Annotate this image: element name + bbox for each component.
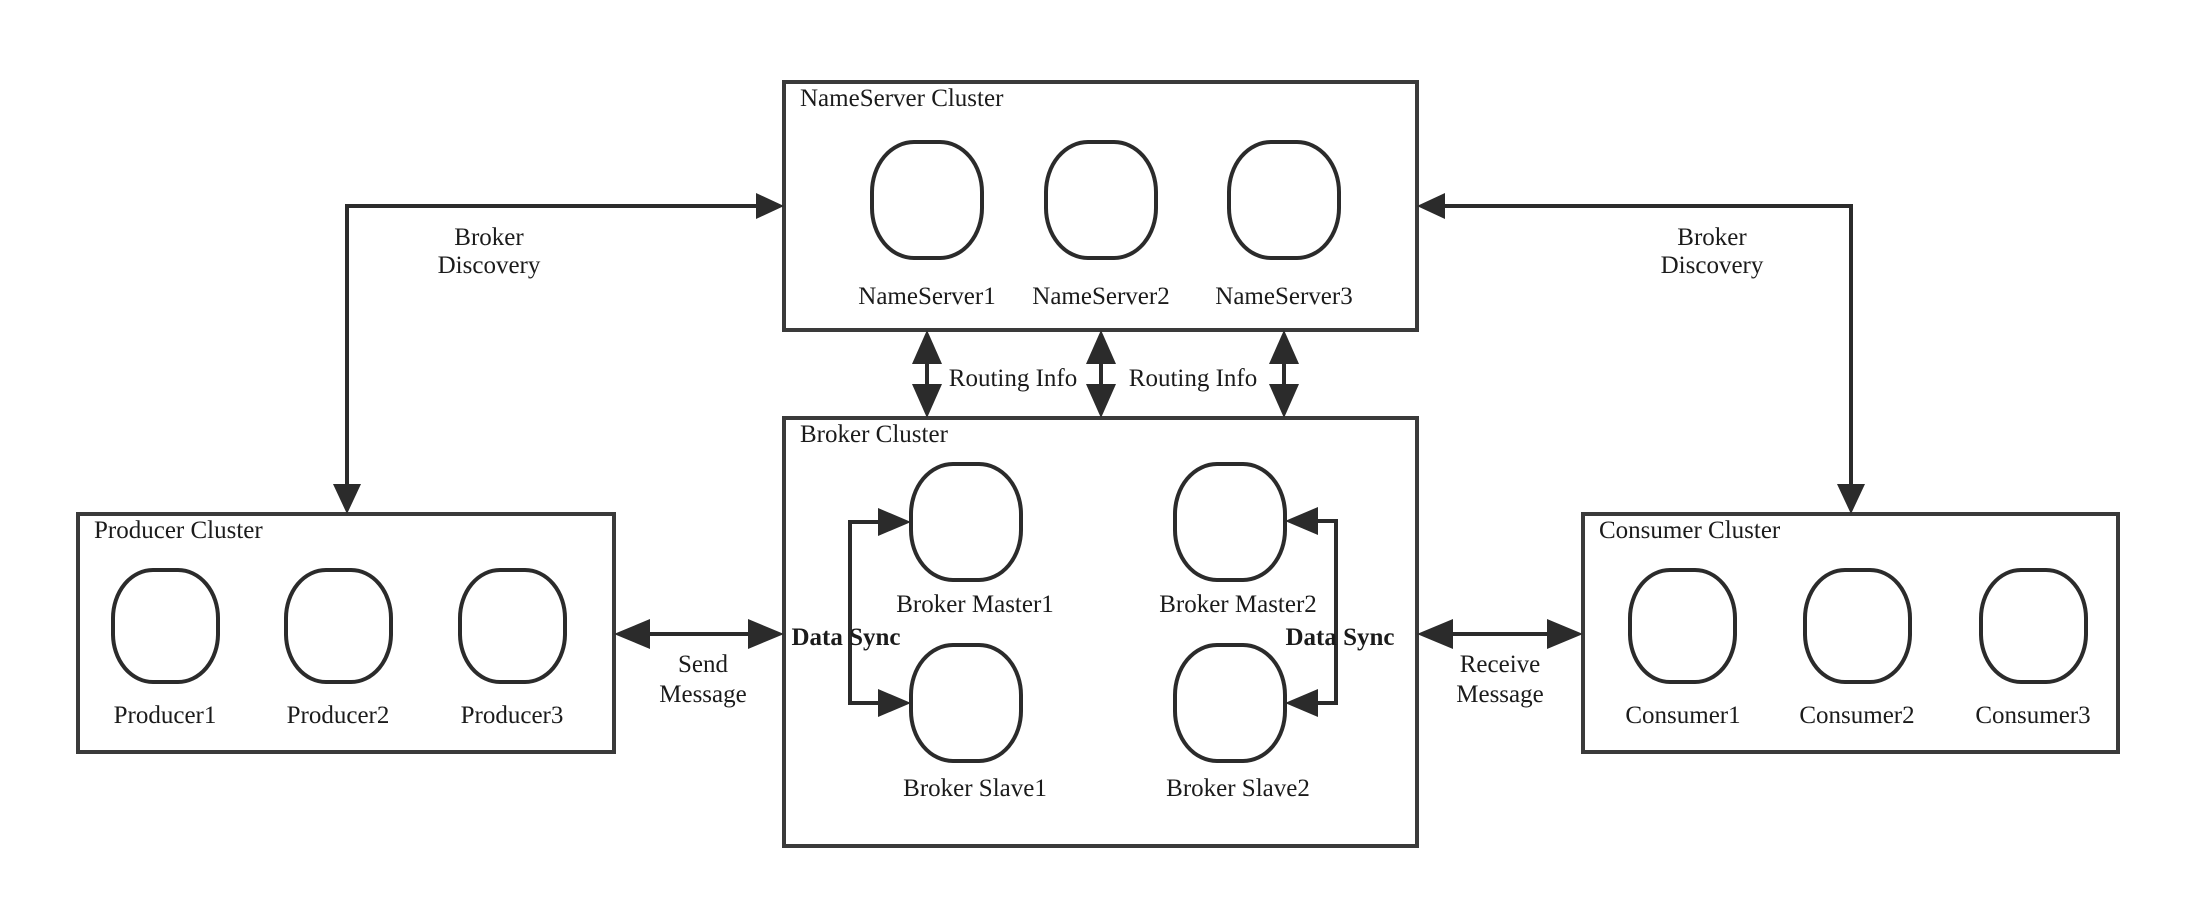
routing-info-connector-3: [1269, 330, 1299, 418]
routing-info-left-label: Routing Info: [949, 365, 1077, 392]
send-message-arrowhead-left: [614, 619, 650, 649]
routing-info-3-arrowhead-up: [1269, 330, 1299, 364]
consumer-node-3-label: Consumer3: [1975, 702, 2090, 729]
broker-discovery-right-connector: [1417, 193, 1865, 514]
consumer-node-2-label: Consumer2: [1799, 702, 1914, 729]
producer-cluster-title: Producer Cluster: [94, 517, 263, 544]
producer-node-2-label: Producer2: [287, 702, 390, 729]
nameserver-cluster-title: NameServer Cluster: [800, 85, 1004, 112]
broker-discovery-left-arrowhead-to-producer: [333, 484, 361, 514]
broker-slave2-label: Broker Slave2: [1166, 775, 1310, 802]
broker-discovery-left-label-line2: Discovery: [438, 252, 541, 279]
broker-master1-label: Broker Master1: [896, 591, 1054, 618]
broker-discovery-left-label-line1: Broker: [454, 224, 524, 251]
broker-master1-shape[interactable]: [909, 462, 1023, 582]
data-sync-right-label: Data Sync: [1285, 624, 1394, 651]
producer-node-2-shape[interactable]: [284, 568, 393, 684]
receive-message-arrowhead-left: [1417, 619, 1453, 649]
broker-discovery-right-arrowhead-to-nameserver: [1417, 193, 1445, 219]
send-message-connector: [614, 619, 784, 649]
routing-info-connector-2: [1086, 330, 1116, 418]
consumer-node-1-shape[interactable]: [1628, 568, 1737, 684]
nameserver-node-2-label: NameServer2: [1032, 283, 1169, 310]
routing-info-2-arrowhead-down: [1086, 384, 1116, 418]
routing-info-3-arrowhead-down: [1269, 384, 1299, 418]
routing-info-2-arrowhead-up: [1086, 330, 1116, 364]
broker-slave2-shape[interactable]: [1173, 643, 1287, 763]
nameserver-node-3-shape[interactable]: [1227, 140, 1341, 260]
producer-node-3-label: Producer3: [461, 702, 564, 729]
broker-master2-shape[interactable]: [1173, 462, 1287, 582]
broker-slave1-shape[interactable]: [909, 643, 1023, 763]
broker-discovery-right-label-line1: Broker: [1677, 224, 1747, 251]
producer-node-3-shape[interactable]: [458, 568, 567, 684]
broker-discovery-right-label-line2: Discovery: [1661, 252, 1764, 279]
routing-info-connector-1: [912, 330, 942, 418]
consumer-node-1-label: Consumer1: [1625, 702, 1740, 729]
broker-discovery-right-arrowhead-to-consumer: [1837, 484, 1865, 514]
nameserver-node-2-shape[interactable]: [1044, 140, 1158, 260]
data-sync-left-connector: [848, 508, 911, 717]
send-message-label-line1: Send: [678, 651, 729, 678]
data-sync-left-arrowhead-to-master1: [878, 508, 911, 536]
routing-info-right-label: Routing Info: [1129, 365, 1257, 392]
receive-message-label-line2: Message: [1456, 681, 1543, 708]
consumer-node-2-shape[interactable]: [1803, 568, 1912, 684]
broker-discovery-left-arrowhead-to-nameserver: [756, 193, 784, 219]
broker-discovery-left-connector: [333, 193, 784, 514]
producer-node-1-shape[interactable]: [111, 568, 220, 684]
broker-slave1-label: Broker Slave1: [903, 775, 1047, 802]
producer-node-1-label: Producer1: [114, 702, 217, 729]
consumer-node-3-shape[interactable]: [1979, 568, 2088, 684]
routing-info-1-arrowhead-down: [912, 384, 942, 418]
data-sync-right-connector: [1285, 507, 1338, 717]
data-sync-left-label: Data Sync: [791, 624, 900, 651]
consumer-cluster-title: Consumer Cluster: [1599, 517, 1781, 544]
nameserver-node-1-label: NameServer1: [858, 283, 995, 310]
send-message-label-line2: Message: [659, 681, 746, 708]
broker-master2-label: Broker Master2: [1159, 591, 1317, 618]
routing-info-1-arrowhead-up: [912, 330, 942, 364]
nameserver-node-3-label: NameServer3: [1215, 283, 1352, 310]
receive-message-connector: [1417, 619, 1583, 649]
receive-message-label-line1: Receive: [1460, 651, 1541, 678]
data-sync-left-arrowhead-to-slave1: [878, 689, 911, 717]
broker-cluster-box: [782, 416, 1419, 848]
nameserver-node-1-shape[interactable]: [870, 140, 984, 260]
receive-message-arrowhead-right: [1547, 619, 1583, 649]
broker-cluster-title: Broker Cluster: [800, 421, 949, 448]
data-sync-right-arrowhead-to-slave2: [1285, 689, 1318, 717]
send-message-arrowhead-right: [748, 619, 784, 649]
data-sync-right-arrowhead-to-master2: [1285, 507, 1318, 535]
